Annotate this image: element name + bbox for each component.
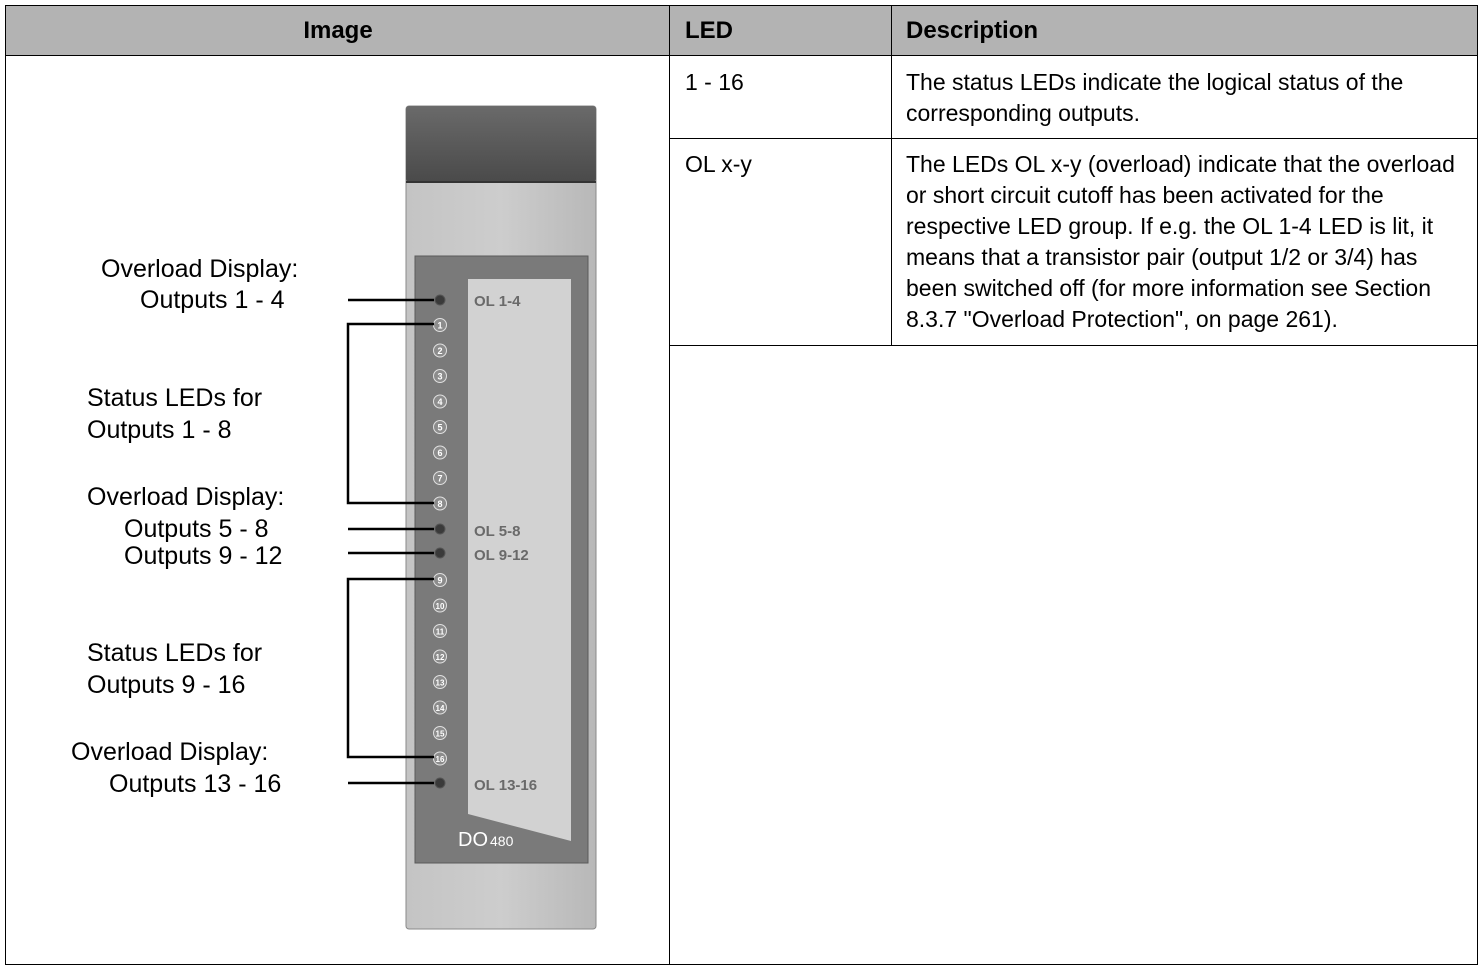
row-1-description: The status LEDs indicate the logical sta…: [906, 69, 1404, 126]
callout-status-leds-1: Status LEDs for: [87, 384, 263, 412]
status-led-number: 6: [437, 448, 442, 458]
column-divider-led: [891, 6, 892, 345]
callout-outputs-1-4: Outputs 1 - 4: [140, 286, 285, 314]
callout-overload-display-3: Overload Display:: [71, 738, 269, 766]
status-led-10: [433, 598, 447, 613]
status-led-11: [433, 624, 447, 638]
status-led-number: 15: [436, 730, 445, 739]
callout-outputs-5-8: Outputs 5 - 8: [124, 515, 269, 543]
status-led-number: 1: [437, 321, 442, 331]
status-led-number: 14: [436, 704, 445, 713]
status-led-number: 11: [436, 628, 445, 637]
status-led-number: 16: [436, 755, 445, 764]
row-2-led: OL x-y: [685, 151, 752, 177]
row-divider-2: [670, 345, 1478, 346]
status-led-7: [433, 471, 447, 485]
ol-5-8-label: OL 5-8: [474, 523, 520, 540]
status-led-number: 8: [437, 499, 442, 509]
callout-overload-display-2: Overload Display:: [87, 483, 285, 511]
status-led-6: [433, 445, 447, 460]
model-prefix: DO: [458, 829, 488, 851]
led-description-table: Image LED Description 1 - 16 The status …: [5, 5, 1478, 965]
status-led-16: [433, 751, 447, 766]
label-strip: [468, 279, 571, 841]
callout-outputs-9-16: Outputs 9 - 16: [87, 671, 246, 699]
callout-lines: [346, 298, 434, 785]
status-led-14: [433, 700, 447, 715]
status-led-3: [433, 369, 447, 383]
callout-overload-display-1: Overload Display:: [101, 255, 299, 283]
header-led: LED: [685, 17, 733, 44]
module-top-cap: [406, 106, 596, 182]
status-led-number: 5: [437, 423, 442, 433]
callout-outputs-13-16: Outputs 13 - 16: [109, 770, 282, 798]
ol-13-16-led: [434, 777, 446, 789]
status-led-5: [433, 420, 447, 434]
status-led-number: 12: [436, 653, 445, 662]
status-led-number: 2: [437, 346, 442, 356]
row-2-description: The LEDs OL x-y (overload) indicate that…: [906, 151, 1455, 332]
status-led-2: [433, 343, 447, 358]
ol-1-4-led: [434, 294, 446, 306]
status-led-4: [433, 394, 447, 409]
status-led-number: 3: [437, 372, 442, 382]
callout-bracket-status-9-16: [346, 577, 434, 759]
callout-status-leds-2: Status LEDs for: [87, 639, 263, 667]
ol-5-8-led: [434, 523, 446, 535]
row-divider-1: [670, 138, 1478, 139]
status-led-12: [433, 649, 447, 664]
header-description: Description: [906, 17, 1039, 44]
status-led-15: [433, 726, 447, 740]
status-led-number: 10: [436, 602, 445, 611]
ol-1-4-label: OL 1-4: [474, 293, 521, 310]
column-divider-image: [669, 6, 670, 964]
ol-9-12-label: OL 9-12: [474, 547, 529, 564]
ol-13-16-label: OL 13-16: [474, 777, 537, 794]
callout-outputs-1-8: Outputs 1 - 8: [87, 416, 232, 444]
row-1-led: 1 - 16: [685, 69, 744, 95]
status-led-number: 4: [437, 397, 442, 407]
status-led-number: 7: [437, 474, 442, 484]
header-image: Image: [303, 17, 373, 44]
callout-outputs-9-12: Outputs 9 - 12: [124, 542, 283, 570]
status-led-number: 13: [436, 679, 445, 688]
ol-9-12-led: [434, 547, 446, 559]
table-header-row: Image LED Description: [6, 6, 1477, 56]
status-led-number: 9: [437, 576, 442, 586]
model-number: 480: [490, 833, 514, 849]
status-led-13: [433, 675, 447, 689]
ol-led-group: [434, 294, 446, 789]
callout-bracket-status-1-8: [346, 322, 434, 505]
